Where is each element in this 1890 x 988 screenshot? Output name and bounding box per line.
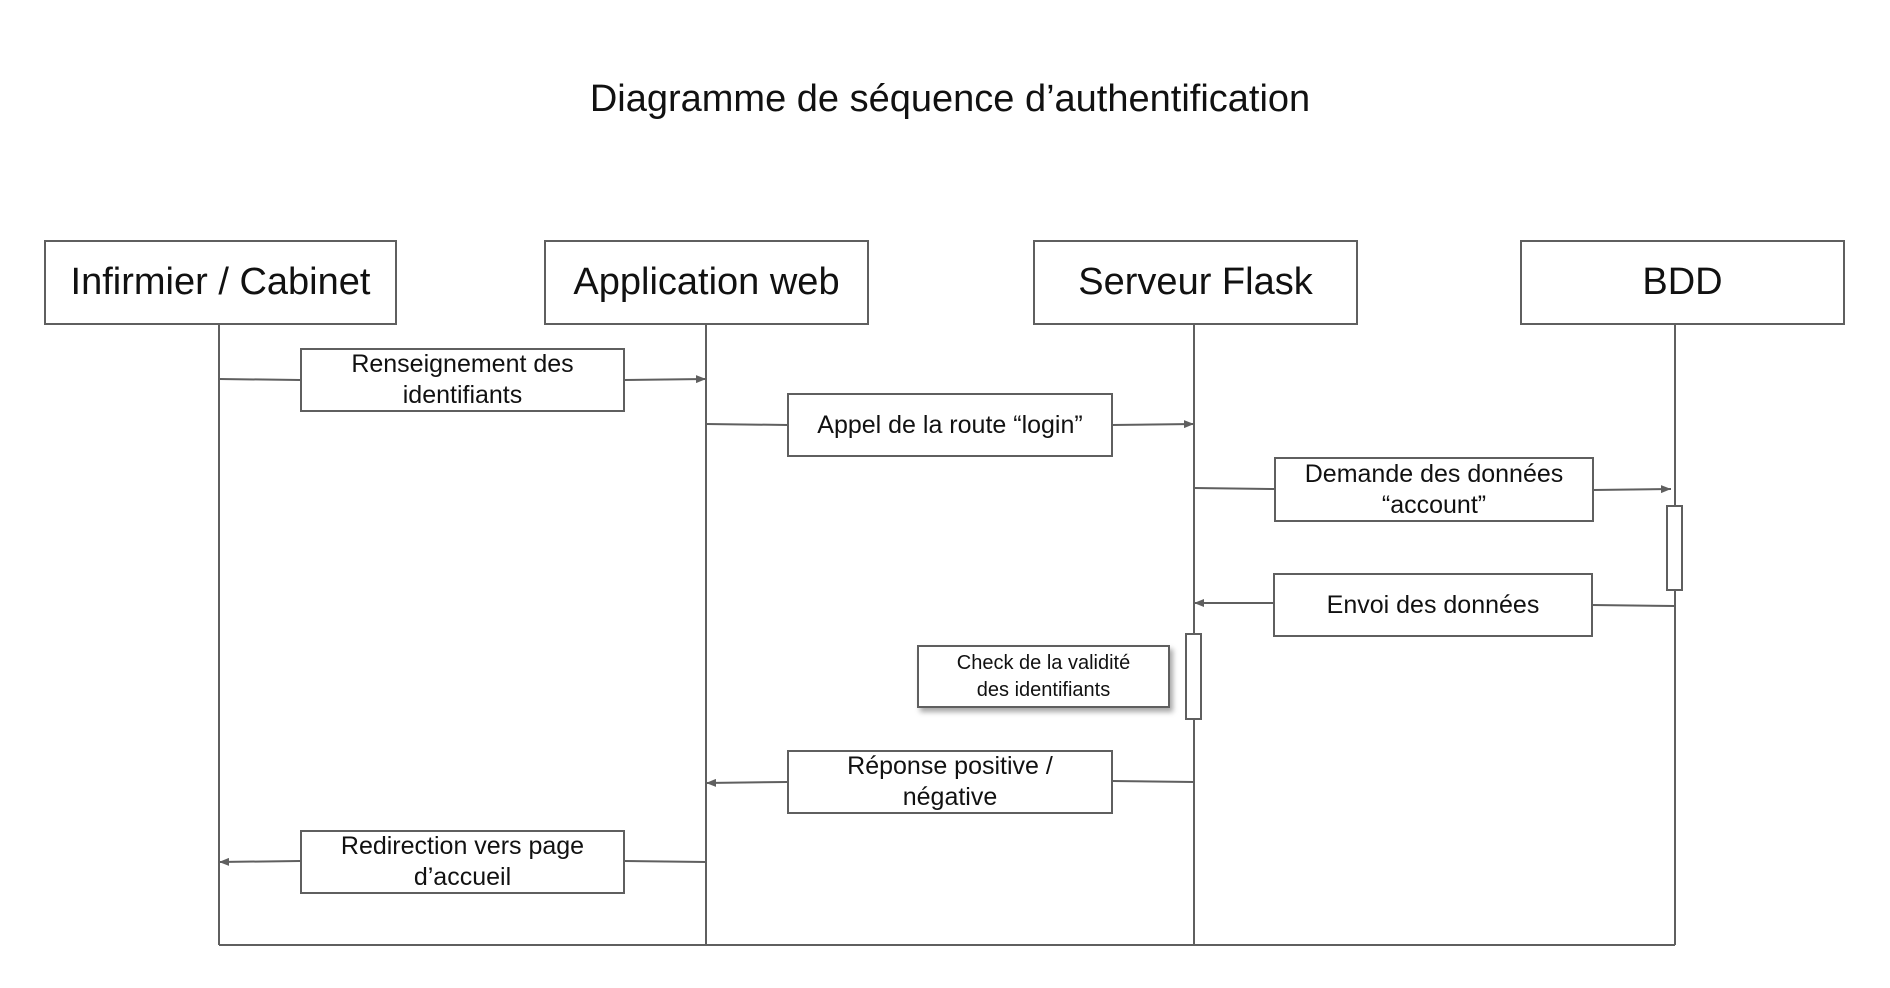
actor-flask: Serveur Flask [1033,240,1358,325]
message-2-label: Appel de la route “login” [787,393,1113,457]
activation-bar-flask [1185,633,1202,720]
message-5-label: Réponse positive / négative [787,750,1113,814]
note-validation-check: Check de la validité des identifiants [917,645,1170,708]
diagram-title: Diagramme de séquence d’authentification [589,78,1311,120]
message-3-arrow [1592,485,1672,494]
message-3-label: Demande des données “account” [1274,457,1594,522]
message-1-line-left [218,378,301,381]
message-2-arrow [1111,420,1195,429]
message-3-line-left [1193,487,1276,490]
activation-bar-bdd [1666,505,1683,591]
message-6-label: Redirection vers page d’accueil [300,830,625,894]
actor-infirmier: Infirmier / Cabinet [44,240,397,325]
message-1-arrow [623,375,707,384]
message-6-arrow [218,857,301,866]
actor-bdd: BDD [1520,240,1845,325]
message-6-line-right [623,860,707,863]
actor-app: Application web [544,240,869,325]
message-2-line-left [705,423,789,426]
message-1-label: Renseignement des identifiants [300,348,625,412]
message-5-arrow [705,778,788,787]
message-4-line-right [1591,604,1676,607]
message-4-label: Envoi des données [1273,573,1593,637]
message-5-line-right [1111,780,1195,783]
